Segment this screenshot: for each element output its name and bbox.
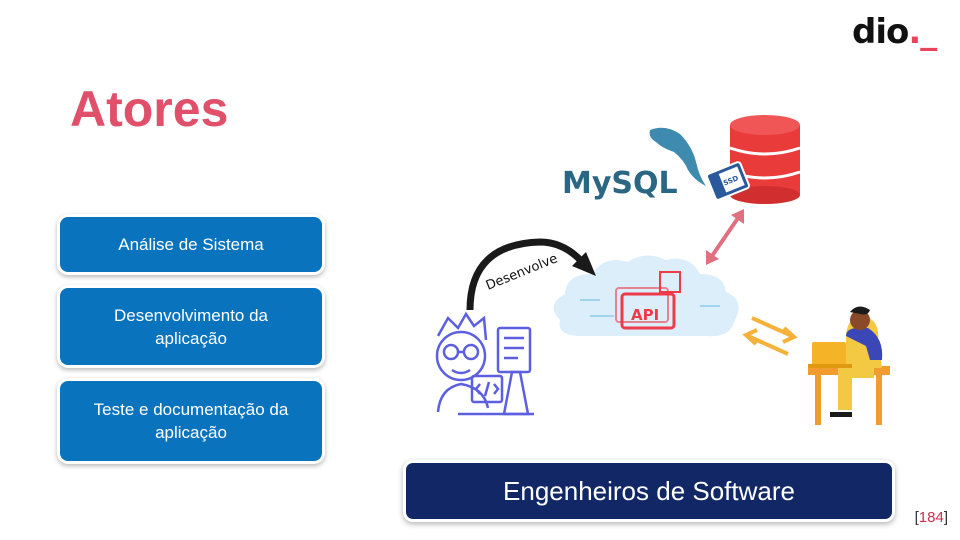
mysql-logo-text: MySQL [562, 166, 678, 201]
logo-accent: ._ [908, 12, 937, 52]
ssd-drive-icon: SSD [705, 161, 751, 201]
develop-arrow-icon [466, 238, 596, 311]
mysql-dolphin-icon [649, 127, 706, 186]
dio-logo: dio._ [852, 12, 937, 52]
page-number: [184] [914, 509, 948, 526]
software-engineers-banner: Engenheiros de Software [406, 463, 892, 519]
api-label: API [631, 306, 659, 324]
cloud-api-icon: API [553, 255, 739, 337]
db-cloud-arrow-icon [706, 209, 744, 265]
page-number-value: 184 [918, 509, 944, 526]
developer-icon [435, 311, 534, 416]
actor-box-app-development: Desenvolvimento da aplicação [60, 288, 322, 365]
actor-box-testing-documentation: Teste e documentação da aplicação [60, 381, 322, 461]
actor-box-system-analysis: Análise de Sistema [60, 217, 322, 272]
slide-title: Atores [70, 81, 229, 137]
exchange-arrows-icon [742, 316, 798, 356]
user-at-desk-icon [808, 306, 890, 425]
logo-text: dio [852, 12, 909, 52]
